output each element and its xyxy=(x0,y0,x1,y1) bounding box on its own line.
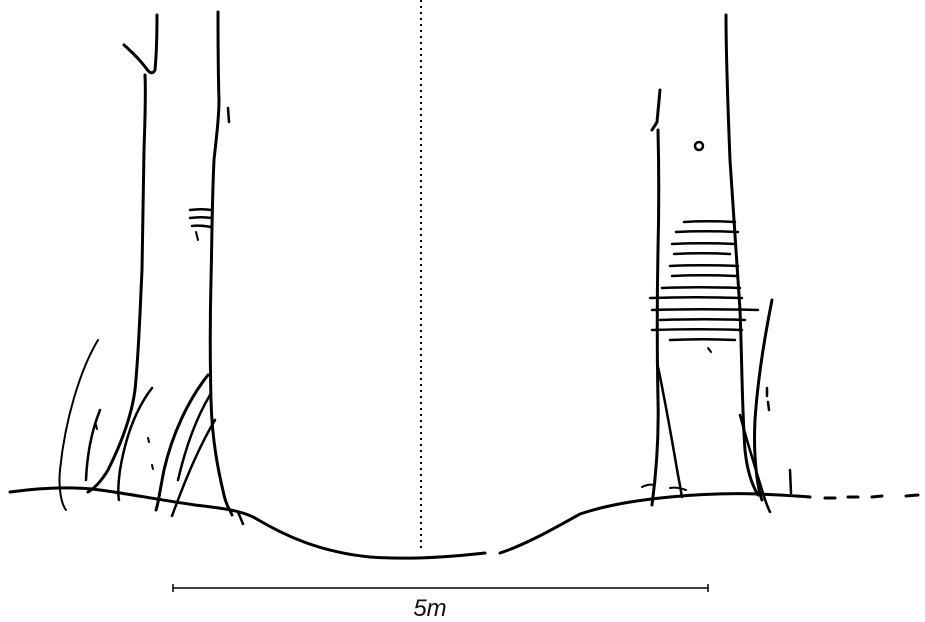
ground-line xyxy=(8,486,920,560)
left-tree-trunk xyxy=(86,10,234,517)
right-grass-strokes xyxy=(641,298,793,514)
right-tree-trunk xyxy=(650,13,760,507)
knot-mark xyxy=(693,140,705,152)
right-tree-hatching xyxy=(648,220,760,353)
left-grass-strokes xyxy=(58,339,245,526)
scale-bar: 5m xyxy=(172,584,709,622)
scale-bar-label: 5m xyxy=(413,595,446,622)
